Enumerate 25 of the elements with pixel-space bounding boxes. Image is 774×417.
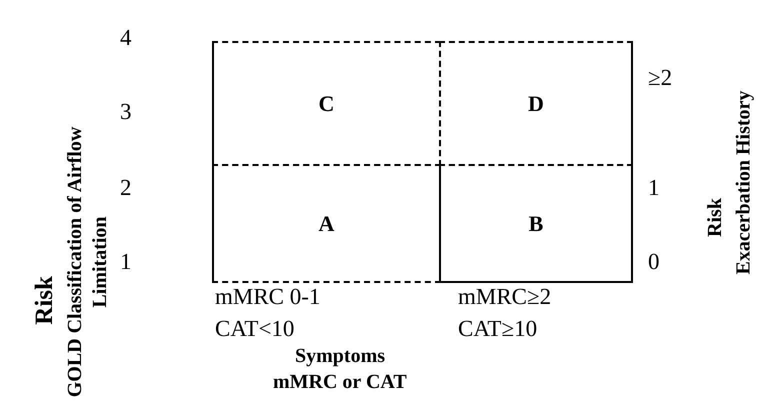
tick-label: 3	[120, 99, 132, 126]
category-label: CAT≥10	[458, 316, 538, 342]
tick-label: 1	[648, 175, 660, 202]
category-label: CAT<10	[215, 316, 294, 342]
axis-title: Risk	[703, 198, 726, 236]
quadrant-cell	[212, 41, 441, 166]
tick-label: 4	[120, 25, 132, 52]
category-label: mMRC 0-1	[215, 284, 320, 310]
quadrant-letter: D	[528, 90, 544, 116]
quadrant-cell	[439, 164, 633, 283]
quadrant-letter: B	[528, 210, 544, 236]
quadrant-cell	[212, 164, 441, 283]
axis-title: Risk	[30, 276, 58, 324]
tick-label: 0	[648, 249, 660, 276]
axis-title: Symptoms	[295, 344, 386, 368]
axis-title: GOLD Classification of Airflow Limitation	[63, 126, 112, 400]
axis-title: Exacerbation History	[732, 90, 756, 274]
tick-label: ≥2	[648, 65, 672, 92]
category-label: mMRC≥2	[458, 284, 552, 310]
quadrant-cell	[439, 41, 633, 166]
quadrant-letter: C	[318, 90, 334, 116]
tick-label: 2	[120, 175, 132, 202]
axis-title: mMRC or CAT	[273, 370, 407, 394]
tick-label: 1	[120, 249, 132, 276]
quadrant-letter: A	[318, 210, 334, 236]
